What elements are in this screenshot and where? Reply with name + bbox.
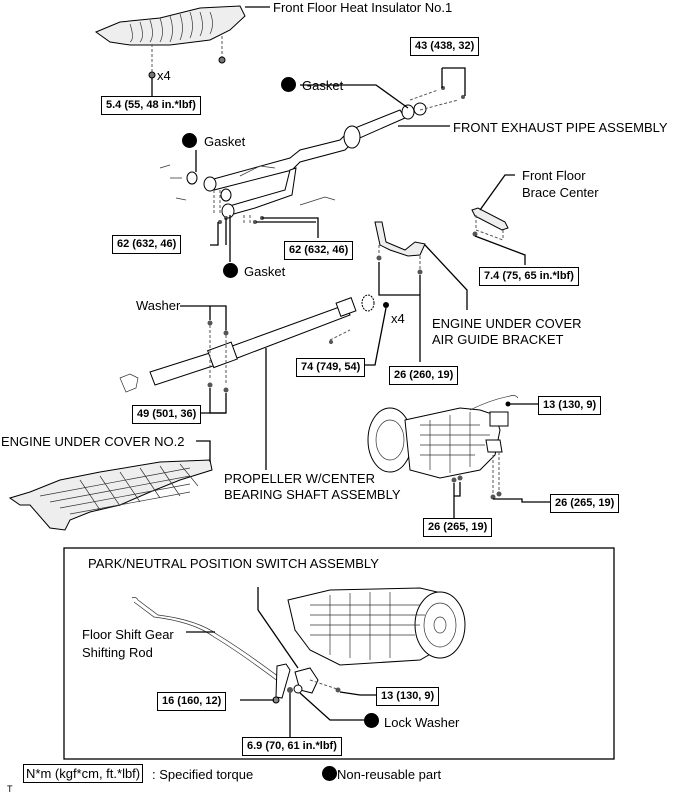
floor-brace-drawing: [471, 174, 526, 265]
label-gasket-left: Gasket: [204, 134, 246, 149]
label-engine-under-cover-no2: ENGINE UNDER COVER NO.2: [1, 434, 185, 449]
legend-torque-unit: N*m (kgf*cm, ft.*lbf): [23, 764, 144, 783]
label-x4-propeller: x4: [391, 311, 405, 326]
label-lock-washer: Lock Washer: [384, 715, 460, 730]
label-propeller-2: BEARING SHAFT ASSEMBLY: [224, 487, 401, 502]
label-x4-insulator: x4: [157, 68, 171, 83]
inset-frame: [63, 547, 615, 760]
torque-insulator: 5.4 (55, 48 in.*lbf): [101, 96, 201, 115]
torque-shift-rod: 16 (160, 12): [157, 692, 227, 711]
label-gasket-bottom: Gasket: [244, 264, 286, 279]
torque-bracket: 26 (260, 19): [389, 366, 459, 385]
label-washer: Washer: [136, 298, 181, 313]
nonreusable-marker-icon: [182, 133, 197, 148]
torque-exhaust-left: 62 (632, 46): [112, 235, 182, 254]
label-pnp-switch: PARK/NEUTRAL POSITION SWITCH ASSEMBLY: [88, 556, 379, 571]
label-gasket-top: Gasket: [302, 78, 344, 93]
nonreusable-marker-icon: [223, 263, 238, 278]
label-propeller-1: PROPELLER W/CENTER: [224, 471, 375, 486]
torque-brace: 7.4 (75, 65 in.*lbf): [479, 267, 579, 286]
air-guide-bracket-drawing: [374, 221, 468, 362]
label-front-floor-brace-2: Brace Center: [522, 185, 599, 200]
inset-drawing: [131, 587, 466, 737]
transmission-drawing: [367, 394, 550, 518]
torque-propeller-flange: 74 (749, 54): [296, 358, 366, 377]
propeller-shaft-drawing: [119, 294, 389, 470]
torque-transmission-mount-bottom: 26 (265, 19): [423, 518, 493, 537]
torque-pnp-nut: 6.9 (70, 61 in.*lbf): [242, 737, 342, 756]
torque-pnp-bolt: 13 (130, 9): [376, 687, 440, 706]
label-air-guide-bracket-1: ENGINE UNDER COVER: [432, 316, 582, 331]
nonreusable-marker-icon: [364, 713, 379, 728]
legend-nonreusable-icon: [322, 766, 337, 781]
label-heat-insulator: Front Floor Heat Insulator No.1: [273, 0, 453, 15]
torque-exhaust-right: 62 (632, 46): [284, 241, 354, 260]
torque-exhaust-rear: 43 (438, 32): [410, 37, 480, 56]
label-floor-shift-1: Floor Shift Gear: [82, 627, 174, 642]
torque-transmission-mount-right: 26 (265, 19): [550, 494, 620, 513]
legend-torque-desc: : Specified torque: [152, 767, 254, 782]
torque-transmission-top: 13 (130, 9): [538, 396, 602, 415]
corner-mark: T: [7, 784, 13, 794]
label-front-exhaust-pipe: FRONT EXHAUST PIPE ASSEMBLY: [453, 120, 668, 135]
legend-nonreusable-desc: Non-reusable part: [337, 767, 442, 782]
nonreusable-marker-icon: [281, 77, 296, 92]
torque-center-bearing: 49 (501, 36): [132, 405, 202, 424]
label-front-floor-brace-1: Front Floor: [522, 168, 586, 183]
under-cover-drawing: [8, 440, 213, 531]
heat-insulator-drawing: [94, 5, 270, 96]
label-floor-shift-2: Shifting Rod: [82, 645, 153, 660]
label-air-guide-bracket-2: AIR GUIDE BRACKET: [432, 332, 564, 347]
exhaust-pipe-drawing: [159, 67, 466, 262]
